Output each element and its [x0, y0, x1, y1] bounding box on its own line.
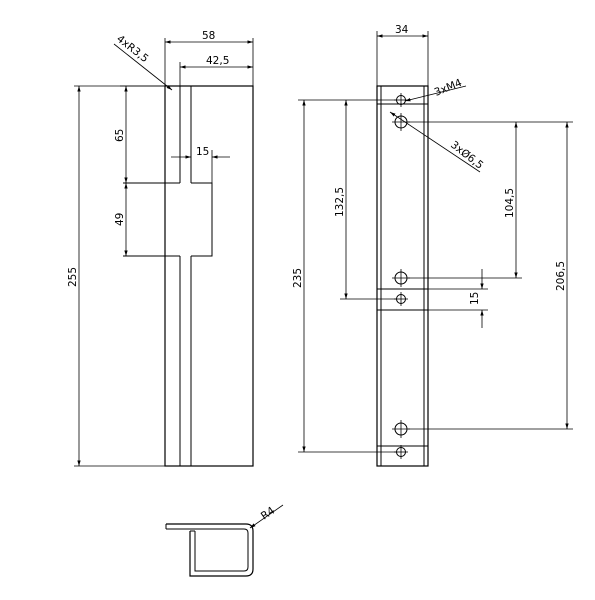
left-view: 58 42,5 4xR3,5 15 65 49 255	[67, 30, 254, 467]
right-view: 34 3xM4 3xØ6,5 235 132,5 104,5 206,5 15	[292, 24, 573, 467]
right-plate-outline	[376, 85, 429, 467]
dim-235-label: 235	[292, 268, 304, 288]
hole-65-top	[392, 113, 410, 131]
dim-58-label: 58	[202, 30, 215, 42]
dim-radius-label: 4xR3,5	[114, 33, 150, 65]
hole-65-mid	[392, 269, 410, 287]
dim-206-label: 206,5	[555, 261, 567, 291]
left-slot-outline	[123, 182, 213, 257]
section-inner-profile	[166, 528, 249, 572]
dim-hole-leader	[389, 111, 481, 173]
dim-255-label: 255	[67, 267, 79, 287]
section-outer-profile	[166, 523, 254, 577]
left-plate-outline	[164, 85, 254, 467]
dim-104-label: 104,5	[504, 188, 516, 218]
dim-34-label: 34	[395, 24, 409, 36]
dim-radius-leader	[113, 43, 173, 91]
dim-49-label: 49	[114, 213, 126, 226]
section-view: R4	[165, 504, 284, 577]
dim-42-label: 42,5	[206, 55, 229, 67]
dim-132-label: 132,5	[334, 187, 346, 217]
dim-hole-label: 3xØ6,5	[448, 139, 485, 172]
dim-65-label: 65	[114, 129, 126, 142]
dim-thread-label: 3xM4	[433, 77, 464, 99]
hole-65-bottom	[392, 420, 410, 438]
dim-r4-leader	[249, 504, 284, 529]
dim-15r-label: 15	[469, 292, 481, 305]
dim-15-label: 15	[196, 146, 209, 158]
dim-thread-leader	[404, 85, 467, 102]
